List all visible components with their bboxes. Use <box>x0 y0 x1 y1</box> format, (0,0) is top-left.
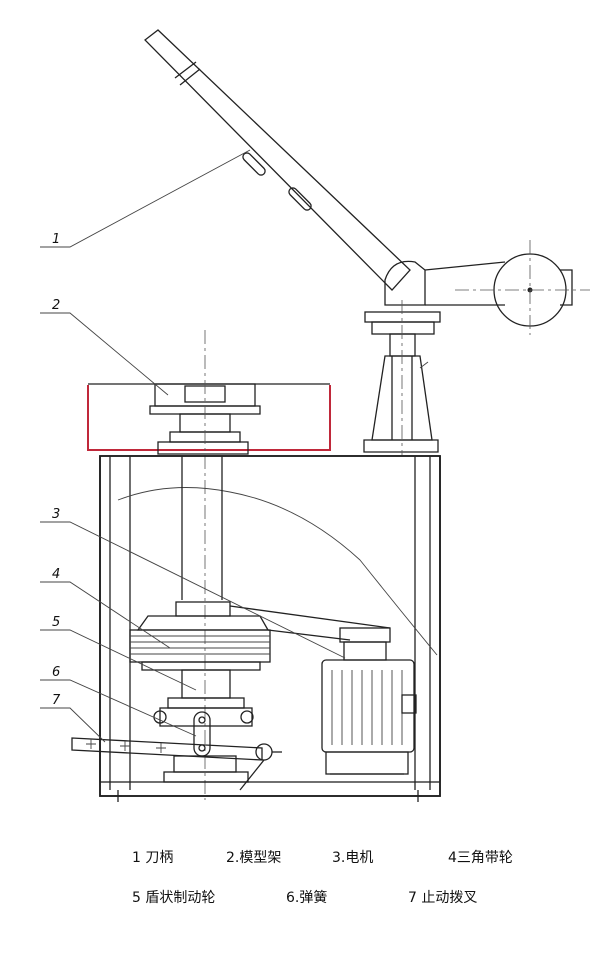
legend-item-4: 4三角带轮 <box>448 850 513 866</box>
spring <box>193 711 211 757</box>
cabinet <box>99 455 441 802</box>
legend-item-5: 5 盾状制动轮 <box>132 890 215 906</box>
callout-1: 1 <box>52 232 60 247</box>
callout-2: 2 <box>52 298 60 313</box>
callout-5: 5 <box>52 615 60 630</box>
support-column <box>363 300 441 455</box>
legend-item-1: 1 刀柄 <box>132 850 173 866</box>
legend-item-3: 3.电机 <box>332 850 373 866</box>
leader-lines <box>40 149 346 743</box>
stop-fork <box>71 737 282 791</box>
callout-3: 3 <box>52 507 60 522</box>
v-belt-pulley <box>129 601 391 671</box>
motor <box>321 627 417 775</box>
brake-wheel <box>153 669 254 783</box>
callout-7: 7 <box>52 693 61 708</box>
mould-frame <box>87 330 331 800</box>
legend-item-7: 7 止动拨叉 <box>408 890 477 906</box>
legend-item-6: 6.弹簧 <box>286 890 327 906</box>
legend-item-2: 2.模型架 <box>226 850 281 866</box>
legend: 1 刀柄 2.模型架 3.电机 4三角带轮 5 盾状制动轮 6.弹簧 7 止动拨… <box>132 850 513 906</box>
knife-handle <box>144 29 590 335</box>
callout-4: 4 <box>52 567 60 582</box>
callout-6: 6 <box>52 665 60 680</box>
